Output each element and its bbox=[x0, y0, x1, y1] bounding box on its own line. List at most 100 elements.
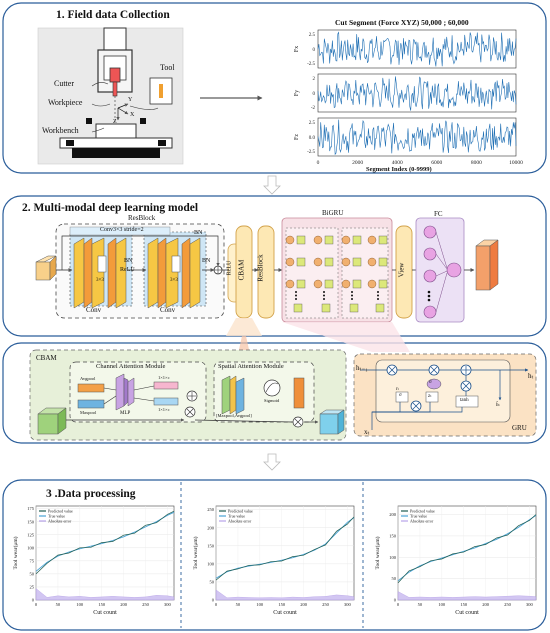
signal-ytick: 0 bbox=[313, 48, 316, 53]
wear-xtick: 200 bbox=[120, 602, 128, 607]
fc-nodes bbox=[423, 225, 462, 319]
z-t-label: zₜ bbox=[428, 394, 432, 399]
legend-entry: Absolute error bbox=[228, 519, 252, 524]
wear-xtick: 0 bbox=[397, 602, 400, 607]
bigru-neuron bbox=[313, 257, 323, 267]
legend-entry: Predicted value bbox=[48, 509, 73, 514]
avgpool-bar bbox=[77, 383, 105, 393]
bigru-cell bbox=[349, 303, 359, 313]
cbam-output-block bbox=[319, 409, 345, 435]
r-t-label: rₜ bbox=[396, 387, 400, 392]
wear-xlabel: Cut count bbox=[93, 610, 117, 616]
machine-illustration bbox=[37, 27, 184, 165]
h-tilde-label: h̃ₜ bbox=[496, 403, 500, 408]
mlp-stack bbox=[115, 373, 135, 411]
signal-ytick: 0 bbox=[313, 92, 316, 97]
wear-ytick: 0 bbox=[212, 598, 215, 603]
legend-entry: Predicted value bbox=[410, 509, 435, 514]
wear-xtick: 250 bbox=[504, 602, 512, 607]
wear-ytick: 0 bbox=[394, 598, 397, 603]
predicted-value-line bbox=[215, 516, 355, 581]
wear-ytick: 100 bbox=[389, 555, 397, 560]
conv1-label: Conv bbox=[86, 306, 102, 314]
wear-xtick: 200 bbox=[482, 602, 490, 607]
cbam-label: CBAM bbox=[237, 259, 246, 281]
signal-panel bbox=[317, 117, 517, 157]
fc-label: FC bbox=[434, 210, 443, 218]
signal-series bbox=[317, 119, 517, 156]
signal-ytick: -2 bbox=[311, 106, 316, 111]
predicted-value-line bbox=[397, 514, 537, 584]
axis-z-label: Z bbox=[113, 119, 117, 125]
x-t-label: xₜ bbox=[364, 428, 370, 436]
wear-ytick: 150 bbox=[207, 543, 215, 548]
h-t-label: hₜ bbox=[528, 372, 534, 380]
bigru-neuron bbox=[341, 279, 351, 289]
wear-xlabel: Cut count bbox=[455, 610, 479, 616]
signal-xtick: 2000 bbox=[352, 160, 363, 166]
bigru-cell bbox=[324, 279, 334, 289]
wear-xtick: 200 bbox=[300, 602, 308, 607]
bn-label-mid: BN bbox=[124, 258, 133, 264]
wear-ytick: 100 bbox=[27, 545, 35, 550]
signal-chart-title: Cut Segment (Force XYZ) 50,000 ; 60,000 bbox=[335, 18, 469, 27]
wear-ytick: 50 bbox=[392, 576, 397, 581]
bigru-cell bbox=[321, 303, 331, 313]
output-block bbox=[475, 239, 499, 291]
bigru-cell bbox=[352, 279, 362, 289]
conv1-blocks bbox=[73, 237, 127, 309]
bigru-neuron bbox=[285, 279, 295, 289]
wear-ytick: 250 bbox=[207, 507, 215, 512]
wear-ylabel: Tool wear(μm) bbox=[12, 536, 19, 569]
avgpool-label: Avgpool bbox=[80, 376, 96, 381]
bigru-neuron bbox=[285, 257, 295, 267]
bigru-cell bbox=[378, 279, 388, 289]
one-by-c-label-1: 1×1×c bbox=[158, 375, 170, 380]
axis-y-label: Y bbox=[128, 97, 133, 103]
bigru-neuron bbox=[367, 257, 377, 267]
wear-plot-area bbox=[215, 505, 355, 601]
sigmoid-node bbox=[263, 379, 281, 397]
bigru-neuron bbox=[313, 235, 323, 245]
bigru-cell bbox=[296, 235, 306, 245]
signal-panel bbox=[317, 73, 517, 113]
wear-xtick: 150 bbox=[460, 602, 468, 607]
wear-ytick: 50 bbox=[210, 580, 215, 585]
absolute-error-area bbox=[215, 589, 355, 601]
maxpool-bar bbox=[77, 399, 105, 409]
bn-label-right: BN bbox=[202, 258, 211, 264]
signal-series bbox=[317, 76, 517, 111]
bigru-neuron bbox=[341, 235, 351, 245]
resblock-v-box bbox=[257, 225, 275, 319]
signal-ytick: -2.5 bbox=[307, 62, 315, 67]
signal-xtick: 4000 bbox=[392, 160, 403, 166]
section2-title: 2. Multi-modal deep learning model bbox=[22, 202, 199, 214]
wear-xtick: 50 bbox=[236, 602, 241, 607]
relu-v-label: ReLU bbox=[226, 260, 233, 276]
wear-xtick: 150 bbox=[278, 602, 286, 607]
signal-panel-label: Fy bbox=[294, 90, 300, 96]
bigru-label: BiGRU bbox=[322, 209, 344, 217]
signal-xtick: 8000 bbox=[471, 160, 482, 166]
signal-ytick: -2.5 bbox=[307, 150, 315, 155]
gru-title: GRU bbox=[512, 424, 527, 432]
resblock-title: ResBlock bbox=[128, 214, 156, 222]
signal-xtick: 10000 bbox=[509, 160, 523, 166]
flow-arrow-2 bbox=[263, 453, 281, 471]
bigru-nodes bbox=[285, 235, 388, 313]
bigru-cell bbox=[375, 303, 385, 313]
bigru-cell bbox=[378, 257, 388, 267]
workbench-label: Workbench bbox=[42, 126, 79, 135]
channel-module-label: Channel Attention Module bbox=[96, 363, 166, 370]
signal-panel-label: Fx bbox=[294, 46, 300, 52]
wear-plot-area bbox=[397, 505, 537, 601]
view-box bbox=[395, 225, 413, 319]
spatial-stack bbox=[221, 375, 245, 415]
wear-xtick: 50 bbox=[56, 602, 61, 607]
bigru-cell bbox=[352, 257, 362, 267]
section1-title: 1. Field data Collection bbox=[56, 9, 170, 21]
sigma-r-label: σ bbox=[399, 393, 402, 398]
bigru-cell bbox=[293, 303, 303, 313]
signal-xlabel: Segment Index (0-9999) bbox=[366, 166, 432, 173]
bigru-cell bbox=[352, 235, 362, 245]
